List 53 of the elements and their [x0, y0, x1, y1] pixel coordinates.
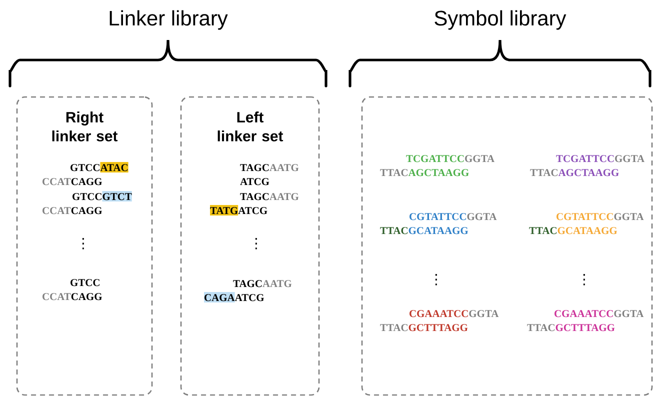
- library-box: [361, 96, 653, 396]
- sequence-text: CGAAATCC: [410, 310, 468, 318]
- highlighted-sequence: CAGA: [204, 292, 235, 302]
- sequence-text: AGCTAAGG: [558, 169, 619, 176]
- sequence-text: GGTA: [465, 155, 494, 162]
- sequence-text: TTAC: [530, 169, 558, 176]
- sequence-text: GTCC: [72, 193, 102, 200]
- sequence-text: GTCC: [70, 279, 100, 286]
- sequence-text: GGTA: [469, 310, 499, 318]
- heading: Linker library: [110, 10, 228, 30]
- sequence-text: GCTTTAGG: [556, 324, 615, 332]
- sequence-text: ATCG: [238, 207, 268, 214]
- sequence-text: CGTATTCC: [410, 213, 466, 220]
- sequence-text: CAGG: [71, 178, 102, 186]
- sequence-text: GTCC: [70, 164, 100, 172]
- vertical-ellipsis: ⋮: [255, 238, 257, 250]
- sequence-text: TCGATTCC: [406, 155, 464, 162]
- vertical-ellipsis: ⋮: [583, 274, 585, 286]
- heading: Symbol library: [434, 10, 566, 30]
- sequence-text: TTAC: [380, 227, 408, 234]
- sequence-text: GCATAAGG: [558, 227, 618, 234]
- sequence-text: ATCG: [240, 178, 270, 186]
- sequence-text: TAGC: [240, 193, 269, 200]
- sequence-text: CCAT: [42, 178, 71, 186]
- sequence-text: CAGG: [71, 207, 102, 214]
- sequence-text: AATG: [270, 164, 299, 172]
- vertical-ellipsis: ⋮: [82, 238, 84, 250]
- sequence-text: GGTA: [615, 155, 644, 162]
- sequence-text: CAGG: [71, 293, 102, 300]
- sequence-text: GCTTTAGG: [408, 324, 468, 332]
- sequence-text: GGTA: [467, 213, 497, 220]
- sequence-text: CGTATTCC: [556, 213, 613, 220]
- highlighted-sequence: GTCT: [102, 191, 132, 202]
- sequence-text: TAGC: [240, 164, 269, 172]
- sequence-text: TTAC: [380, 169, 408, 176]
- vertical-ellipsis: ⋮: [435, 274, 437, 286]
- highlighted-sequence: TATG: [210, 205, 238, 216]
- sequence-text: TTAC: [527, 324, 554, 332]
- sequence-text: TCGATTCC: [556, 155, 614, 162]
- sequence-text: CGAAATCC: [554, 310, 613, 318]
- sequence-text: AATG: [262, 280, 292, 288]
- sequence-text: GCATAAGG: [408, 227, 468, 234]
- sequence-text: TAGC: [233, 280, 262, 288]
- sequence-text: GGTA: [614, 213, 644, 220]
- sequence-text: AGCTAAGG: [408, 169, 469, 176]
- sequence-text: CCAT: [42, 207, 71, 214]
- sequence-text: AATG: [270, 193, 299, 200]
- highlighted-sequence: ATAC: [100, 162, 128, 172]
- sequence-text: GGTA: [614, 310, 644, 318]
- sequence-text: ATCG: [234, 294, 264, 302]
- sequence-text: TTAC: [380, 324, 408, 332]
- sequence-text: TTAC: [529, 227, 556, 234]
- sequence-text: CCAT: [42, 293, 71, 300]
